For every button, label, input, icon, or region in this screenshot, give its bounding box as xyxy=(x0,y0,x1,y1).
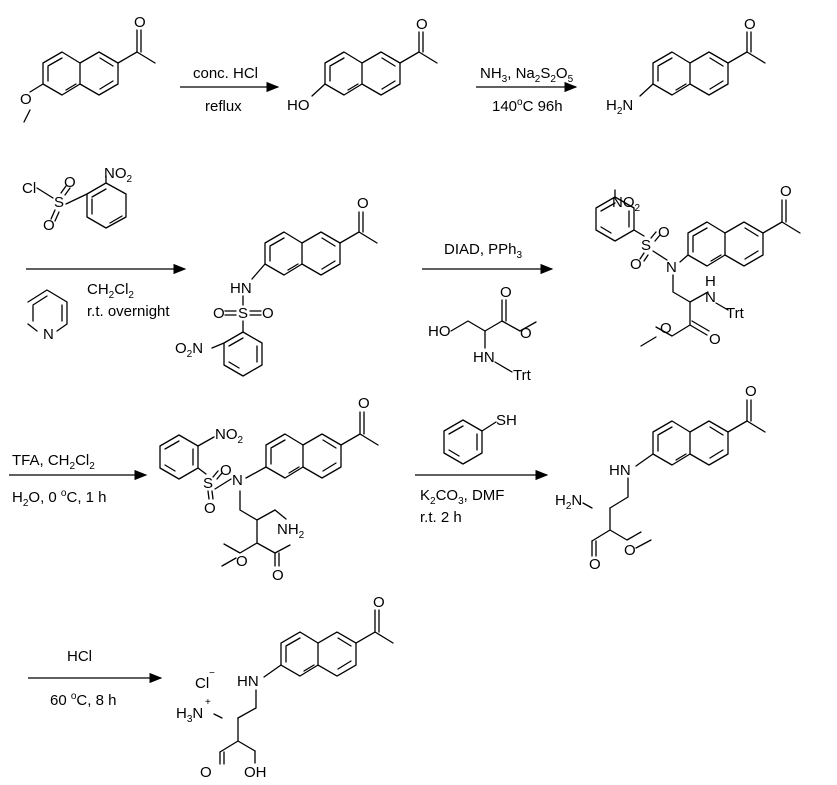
reaction-step-7: HCl 60 oC, 8 h xyxy=(28,648,163,709)
sulfonyl-sulfur: S xyxy=(641,237,651,254)
trityl-amine-nh: HN xyxy=(473,349,495,366)
secondary-amine-nh: HN xyxy=(609,462,631,479)
ketone-oxygen: O xyxy=(744,16,756,33)
ester-carbonyl-oxygen: O xyxy=(589,556,601,573)
step7-condition: 60 oC, 8 h xyxy=(50,691,116,709)
sulfonyl-oxygen-top: O xyxy=(64,174,76,191)
sulfonyl-oxygen-bottom: O xyxy=(630,256,642,273)
ester-oxygen: O xyxy=(624,542,636,559)
primary-amine: H2N xyxy=(555,492,582,512)
ketone-oxygen: O xyxy=(373,594,385,611)
intermediate-denosylated-amine: O HN H2N O O xyxy=(555,383,766,573)
reaction-step-1: conc. HCl reflux xyxy=(180,65,280,115)
ketone-oxygen: O xyxy=(358,395,370,412)
reagent-nosyl-chloride: Cl S O O NO2 xyxy=(22,165,133,234)
step5-reagent: TFA, CH2Cl2 xyxy=(12,452,95,472)
amino-group: H2N xyxy=(606,97,633,117)
sulfonyl-oxygen-left: O xyxy=(213,305,225,322)
ketone-oxygen: O xyxy=(357,195,369,212)
reaction-step-3: CH2Cl2 r.t. overnight xyxy=(26,263,187,320)
ketone-oxygen: O xyxy=(134,14,146,31)
sulfonamide-nitrogen: N xyxy=(232,472,243,489)
chloride-counterion: Cl xyxy=(195,675,209,692)
sulfonyl-oxygen-top: O xyxy=(658,224,670,241)
sulfur-atom: S xyxy=(54,194,64,211)
sulfonyl-oxygen-bottom: O xyxy=(204,500,216,517)
step7-reagent: HCl xyxy=(67,648,92,665)
ketone-oxygen: O xyxy=(745,383,757,400)
sulfonamide-nh: HN xyxy=(230,280,252,297)
ester-oxygen: O xyxy=(660,320,672,337)
reaction-step-4: DIAD, PPh3 xyxy=(422,241,554,275)
intermediate-hydroxy-acetonaphthone: HO O xyxy=(287,16,438,114)
intermediate-amino-acetonaphthone: H2N O xyxy=(606,16,766,117)
ester-carbonyl-oxygen: O xyxy=(272,567,284,584)
secondary-amine-nh: HN xyxy=(237,673,259,690)
intermediate-nosyl-sulfonamide: O HN O S O O2N xyxy=(175,195,378,377)
trityl-amine-h: H xyxy=(705,273,716,290)
reagent-pyridine: N xyxy=(27,289,68,343)
starting-material-methoxy-acetonaphthone: O O xyxy=(20,14,156,123)
reaction-step-5: TFA, CH2Cl2 H2O, 0 oC, 1 h xyxy=(9,452,148,509)
reaction-step-6: K2CO3, DMF r.t. 2 h xyxy=(415,469,549,526)
intermediate-free-amine: NO2 S O O N O NH2 O O xyxy=(159,395,379,584)
reagent-trityl-serine-methyl-ester: HO O O HN Trt xyxy=(428,284,537,384)
ester-oxygen: O xyxy=(236,553,248,570)
step6-condition: r.t. 2 h xyxy=(420,509,462,526)
sulfonyl-sulfur: S xyxy=(238,305,248,322)
final-product-amino-acid-hcl-salt: O HN Cl − H3N + O OH xyxy=(176,594,394,781)
trityl-amine-n: N xyxy=(705,289,716,306)
sulfonamide-nitrogen: N xyxy=(666,259,677,276)
nitro-group: O2N xyxy=(175,340,203,360)
step1-condition: reflux xyxy=(205,98,242,115)
hydroxyl-group: HO xyxy=(428,323,451,340)
nitro-group: NO2 xyxy=(215,426,244,446)
trityl-group: Trt xyxy=(726,305,745,322)
pyridine-nitrogen: N xyxy=(43,326,54,343)
step5-condition: H2O, 0 oC, 1 h xyxy=(12,488,107,509)
ester-oxygen: O xyxy=(520,325,532,342)
nitro-group: NO2 xyxy=(104,165,133,185)
ketone-oxygen: O xyxy=(416,16,428,33)
methoxy-oxygen: O xyxy=(20,91,32,108)
reaction-step-2: NH3, Na2S2O5 140oC 96h xyxy=(476,65,578,115)
step3-solvent: CH2Cl2 xyxy=(87,281,134,301)
ammonium-positive-charge: + xyxy=(205,697,211,708)
intermediate-mitsunobu-product: NO2 S O O N O H N Trt O O xyxy=(595,183,801,348)
step4-reagent: DIAD, PPh3 xyxy=(444,241,523,261)
amine-nh2: NH2 xyxy=(277,521,305,541)
chloride-negative-charge: − xyxy=(209,668,215,679)
ketone-oxygen: O xyxy=(780,183,792,200)
nitro-group: NO2 xyxy=(612,194,641,214)
step2-condition: 140oC 96h xyxy=(492,97,563,115)
ester-carbonyl-oxygen: O xyxy=(500,284,512,301)
sulfonyl-oxygen-top: O xyxy=(220,462,232,479)
step1-reagent: conc. HCl xyxy=(193,65,258,82)
ammonium-group: H3N xyxy=(176,705,203,725)
step3-condition: r.t. overnight xyxy=(87,303,170,320)
thiol-group: SH xyxy=(496,412,517,429)
chlorine-atom: Cl xyxy=(22,180,36,197)
hydroxy-group: HO xyxy=(287,97,310,114)
reagent-thiophenol: SH xyxy=(443,412,517,465)
sulfonyl-oxygen-right: O xyxy=(262,305,274,322)
carboxylic-acid-oh: OH xyxy=(244,764,267,781)
step6-base: K2CO3, DMF xyxy=(420,487,504,507)
trityl-group: Trt xyxy=(513,367,532,384)
acid-carbonyl-oxygen: O xyxy=(200,764,212,781)
ester-carbonyl-oxygen: O xyxy=(709,331,721,348)
step2-reagent: NH3, Na2S2O5 xyxy=(480,65,574,85)
sulfonyl-sulfur: S xyxy=(203,475,213,492)
sulfonyl-oxygen-bottom: O xyxy=(43,217,55,234)
